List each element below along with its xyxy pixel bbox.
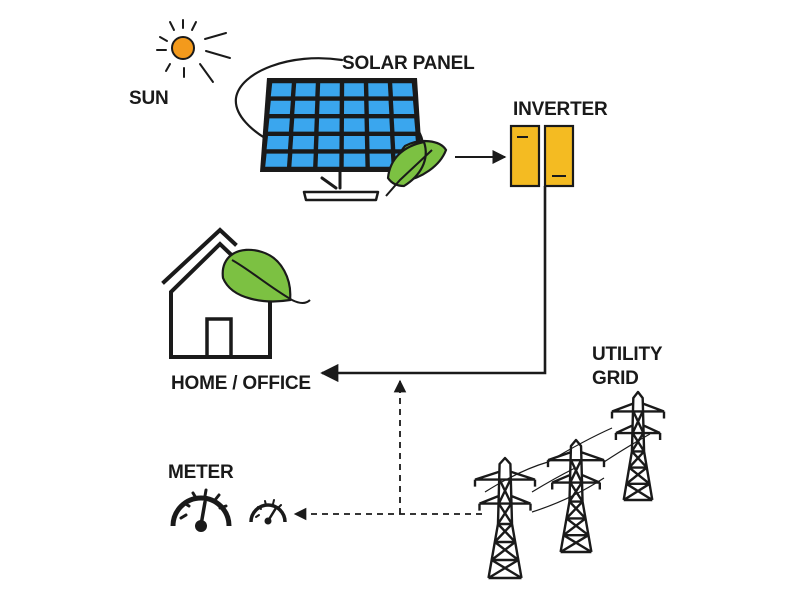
panel-cell bbox=[344, 83, 365, 97]
panel-cell bbox=[344, 100, 365, 114]
panel-cell bbox=[295, 83, 316, 97]
panel-cell bbox=[293, 118, 315, 132]
panel-cell bbox=[318, 118, 340, 132]
utility-grid-label-line2: GRID bbox=[592, 368, 639, 389]
panel-cell bbox=[369, 153, 392, 167]
panel-cell bbox=[317, 153, 340, 167]
leaf-icon bbox=[221, 248, 311, 304]
transmission-tower-icon bbox=[473, 456, 537, 580]
panel-cell bbox=[269, 100, 291, 114]
inverter-icon bbox=[509, 124, 575, 188]
panel-cell bbox=[270, 83, 292, 97]
home-office-label: HOME / OFFICE bbox=[171, 373, 311, 394]
panel-cell bbox=[294, 100, 316, 114]
panel-cell bbox=[291, 153, 314, 167]
sun-icon bbox=[156, 19, 231, 83]
panel-cell bbox=[343, 136, 366, 150]
panel-cell bbox=[343, 153, 366, 167]
transmission-tower-icon bbox=[610, 390, 666, 502]
sun-disc bbox=[171, 36, 195, 60]
meter-label: METER bbox=[168, 462, 234, 483]
panel-cell bbox=[318, 136, 340, 150]
utility-grid-label-line1: UTILITY bbox=[592, 344, 663, 365]
panel-cell bbox=[265, 153, 288, 167]
inverter-to-home-arrow bbox=[320, 186, 547, 383]
leaf-icon bbox=[385, 140, 448, 197]
solar-panel-icon bbox=[234, 57, 424, 202]
panel-cell bbox=[368, 83, 389, 97]
utility-grid-towers bbox=[473, 390, 666, 580]
panel-cell bbox=[319, 83, 340, 97]
panel-cell bbox=[392, 83, 413, 97]
meter-gauge-large-icon bbox=[170, 488, 232, 532]
panel-cell bbox=[392, 100, 415, 114]
panel-cell bbox=[268, 118, 290, 132]
panel-cell bbox=[292, 136, 315, 150]
panel-cell bbox=[369, 136, 391, 150]
panel-cells bbox=[265, 83, 418, 167]
solar-panel-label: SOLAR PANEL bbox=[342, 53, 475, 74]
inverter-label: INVERTER bbox=[513, 99, 608, 120]
panel-cell bbox=[319, 100, 340, 114]
sun-label: SUN bbox=[129, 88, 169, 109]
transmission-tower-icon bbox=[546, 438, 606, 554]
panel-cell bbox=[266, 136, 289, 150]
panel-cell bbox=[368, 100, 390, 114]
panel-cell bbox=[368, 118, 391, 132]
panel-cell bbox=[343, 118, 365, 132]
panel-cell bbox=[393, 118, 416, 132]
meter-gauge-small-icon bbox=[249, 499, 287, 525]
